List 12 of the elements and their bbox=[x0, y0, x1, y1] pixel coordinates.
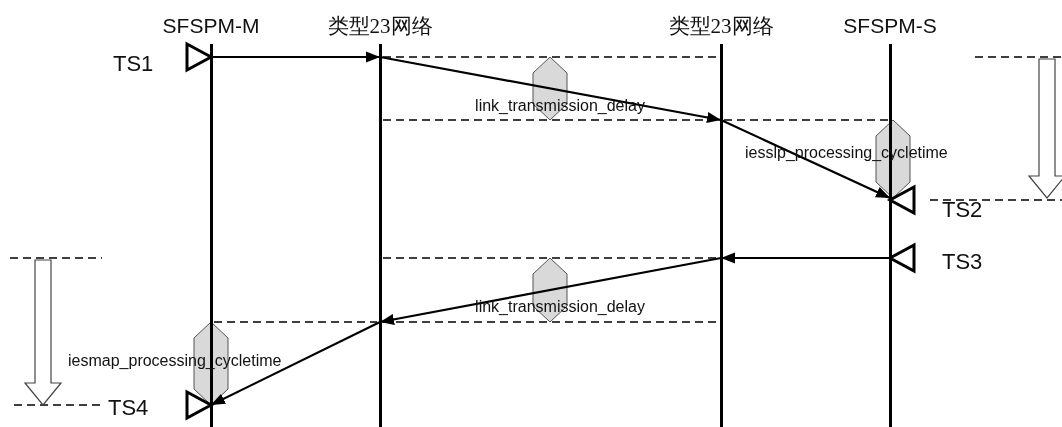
duration-label: link_transmission_delay bbox=[475, 98, 645, 114]
timestamp-label: TS1 bbox=[113, 53, 154, 75]
lifeline-title: SFSPM-S bbox=[843, 13, 937, 39]
lifeline-title: 类型23网络 bbox=[327, 13, 433, 40]
lifeline-title: SFSPM-M bbox=[162, 13, 260, 39]
lifeline-title: 类型23网络 bbox=[668, 13, 774, 40]
timestamp-label: TS4 bbox=[108, 397, 149, 419]
timestamp-label: TS2 bbox=[942, 199, 983, 221]
message-arrow bbox=[721, 252, 890, 264]
message-arrow bbox=[211, 51, 380, 63]
duration-label: link_transmission_delay bbox=[475, 299, 645, 315]
timestamp-label: TS3 bbox=[942, 251, 983, 273]
